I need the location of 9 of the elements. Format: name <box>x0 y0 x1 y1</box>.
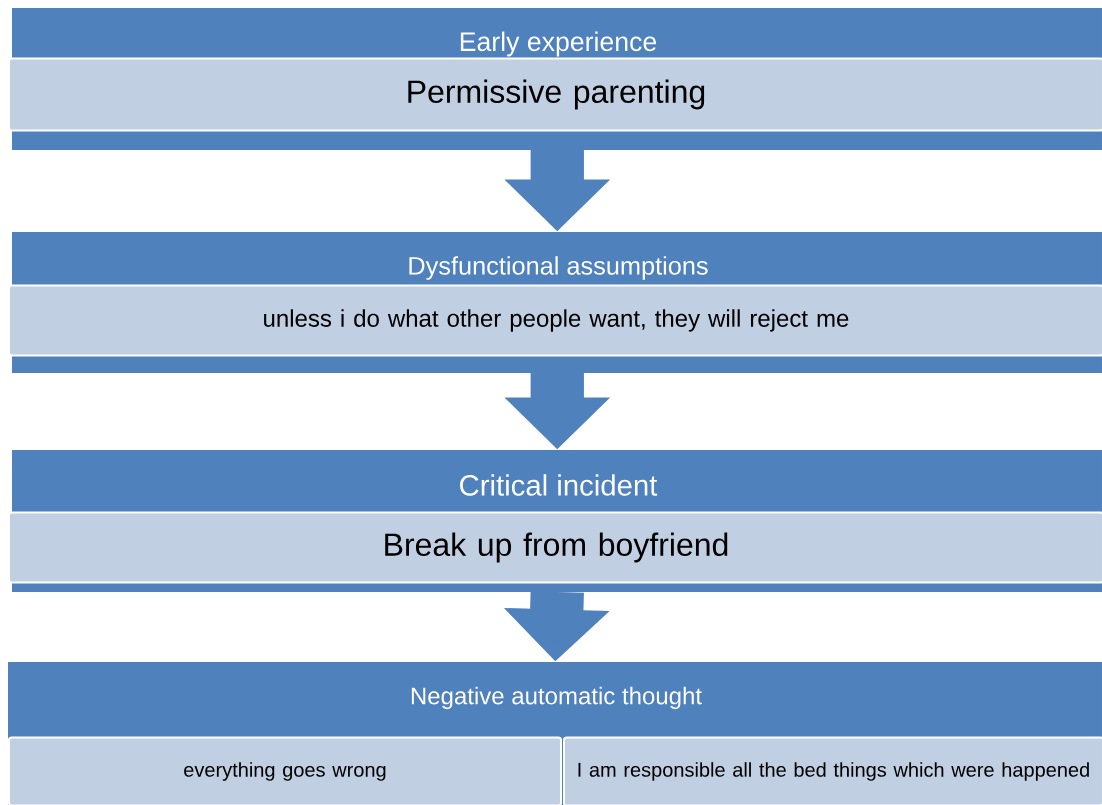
text-box: I am responsible all the bed things which were happened <box>563 736 1102 805</box>
text-box: Permissive parenting <box>8 57 1102 132</box>
text-box: unless i do what other people want, they will reject me <box>8 284 1102 357</box>
text-box: Break up from boyfriend <box>8 511 1102 584</box>
text-box: everything goes wrong <box>8 736 562 805</box>
band-heading: Dysfunctional assumptions <box>409 256 708 280</box>
band-heading: Early experience <box>460 31 657 57</box>
band-heading: Negative automatic thought <box>411 686 702 710</box>
band-heading: Critical incident <box>460 474 658 496</box>
